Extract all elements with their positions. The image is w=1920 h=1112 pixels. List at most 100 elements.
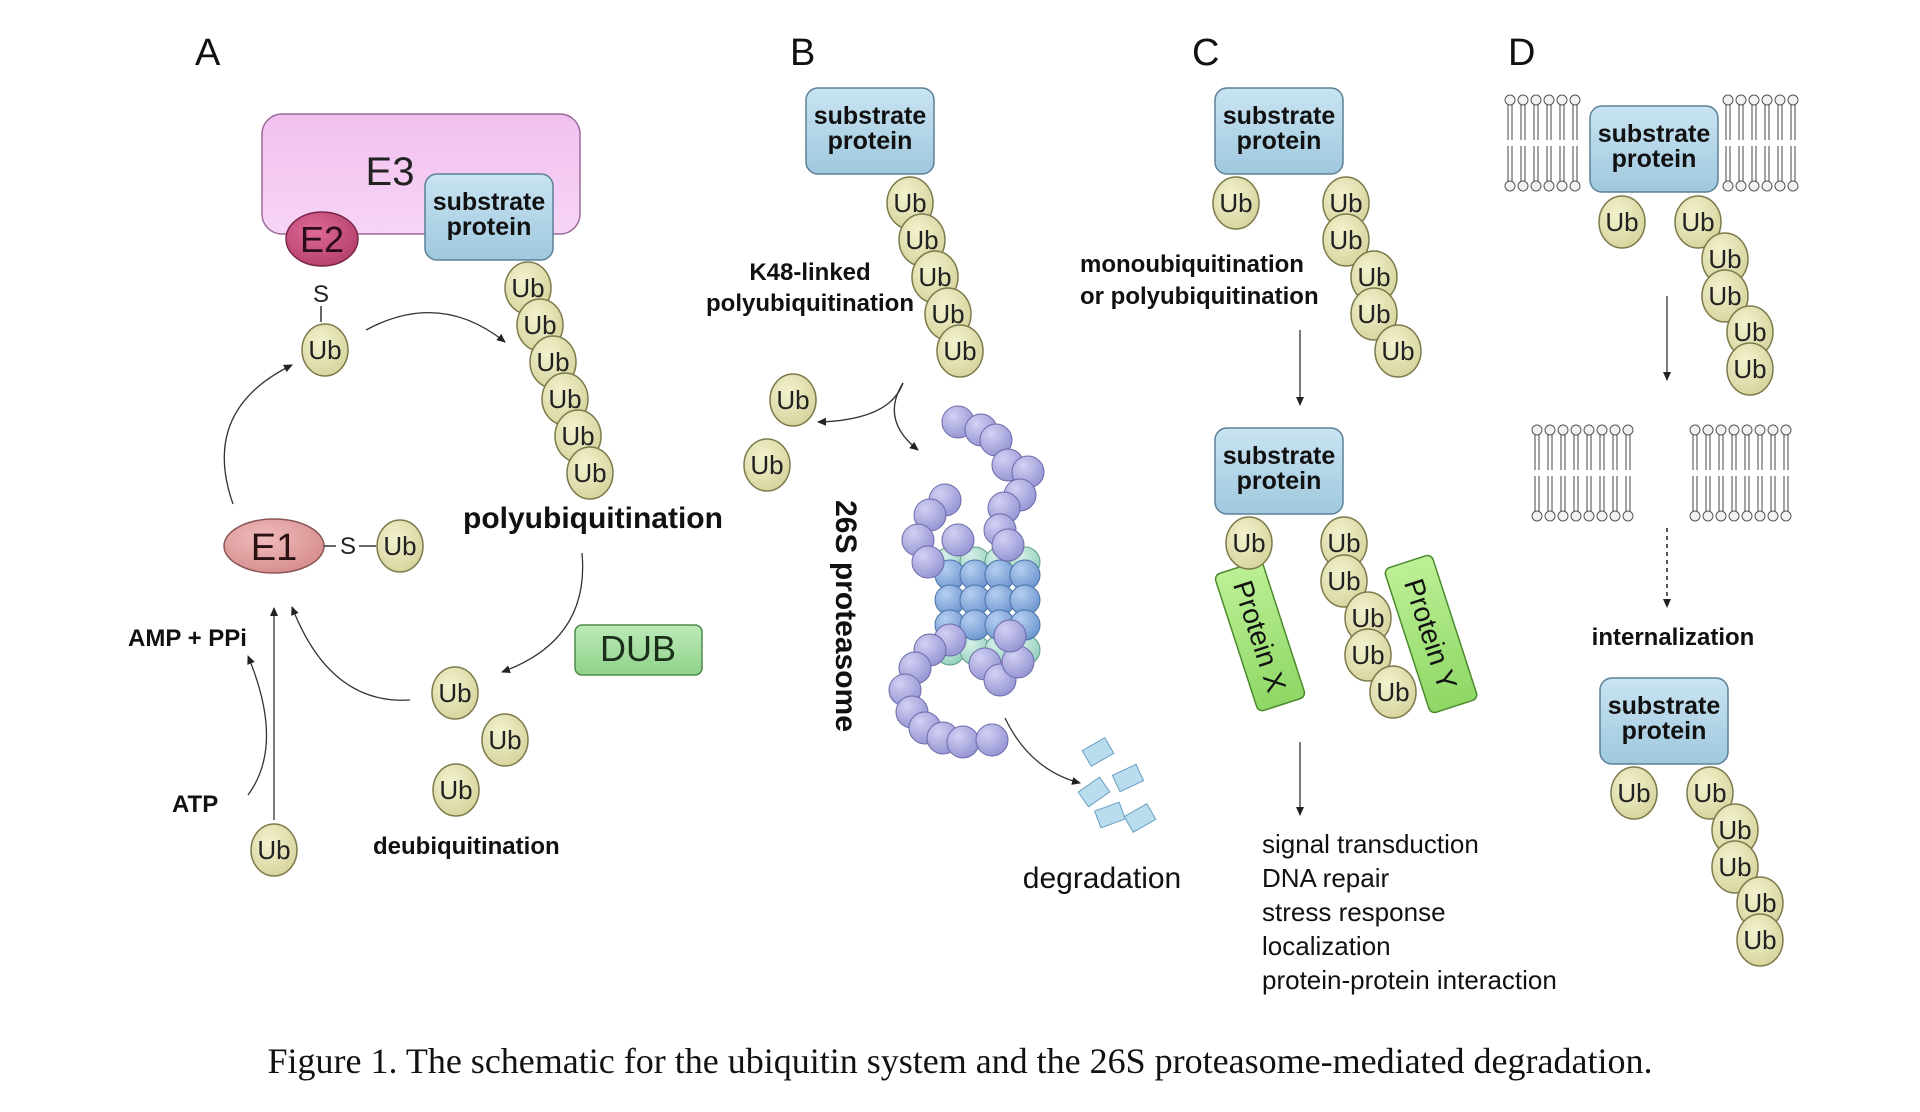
arrow-to-degradation <box>1004 717 1081 785</box>
ubiquitin-label: Ub <box>918 262 951 292</box>
ubiquitin-label: Ub <box>561 421 594 451</box>
lipid-head <box>1722 94 1734 106</box>
ubiquitin-d-32: Ub <box>1598 195 1646 249</box>
ubiquitin-label: Ub <box>1718 815 1751 845</box>
ubiquitin-d-33: Ub <box>1674 195 1722 249</box>
ubiquitin-label: Ub <box>488 725 521 755</box>
proteasome-regulatory-subunit <box>911 545 945 579</box>
ubiquitin-bead <box>1225 516 1273 570</box>
degradation-fragments <box>1077 737 1157 833</box>
lipid-head <box>1728 424 1740 436</box>
ubiquitin-d-36: Ub <box>1726 305 1774 359</box>
ubiquitin-a-8: Ub <box>376 519 424 573</box>
outcome-localization: localization <box>1262 931 1391 961</box>
ubiquitin-label: Ub <box>1219 188 1252 218</box>
lipid-head <box>1583 510 1595 522</box>
lipid-head <box>1715 424 1727 436</box>
lipid-head <box>1544 510 1556 522</box>
lipid-head <box>1543 94 1555 106</box>
lipid-head <box>1531 510 1543 522</box>
substrate-label-b-1: substrate <box>814 102 927 130</box>
ubiquitin-bead <box>1212 176 1260 230</box>
substrate-label-c-bottom-2: protein <box>1237 467 1322 495</box>
ubiquitin-label: Ub <box>1357 262 1390 292</box>
lipid-head <box>1774 94 1786 106</box>
lipid-head <box>1754 424 1766 436</box>
ubiquitin-a-11: Ub <box>432 763 480 817</box>
ubiquitin-bead <box>1736 913 1784 967</box>
outcome-dna-repair: DNA repair <box>1262 863 1389 893</box>
ubiquitin-d-35: Ub <box>1701 269 1749 323</box>
lipid-head <box>1517 180 1529 192</box>
ubiquitin-label: Ub <box>1232 528 1265 558</box>
lipid-head <box>1767 424 1779 436</box>
atp-label: ATP <box>172 791 218 818</box>
ubiquitin-label: Ub <box>511 273 544 303</box>
arrow-free-ub-to-e1 <box>291 606 411 701</box>
lipid-head <box>1609 424 1621 436</box>
panel-c: C substrate protein monoubiquitination o… <box>1080 32 1557 995</box>
k48-label-line2: polyubiquitination <box>706 290 914 317</box>
arrow-to-proteasome <box>893 382 919 451</box>
lipid-head <box>1530 180 1542 192</box>
substrate-protein-c-bottom <box>1214 427 1344 515</box>
ubiquitin-label: Ub <box>1681 207 1714 237</box>
ubiquitin-label: Ub <box>1329 225 1362 255</box>
ubiquitin-bead <box>1344 628 1392 682</box>
ubiquitin-b-19: Ub <box>743 438 791 492</box>
substrate-label-d-top-2: protein <box>1612 145 1697 173</box>
ubiquitin-c-31: Ub <box>1369 665 1417 719</box>
ubiquitin-label: Ub <box>931 299 964 329</box>
ubiquitin-a-6: Ub <box>566 446 614 500</box>
ubiquitin-c-25: Ub <box>1374 324 1422 378</box>
lipid-head <box>1702 510 1714 522</box>
ubiquitin-bead <box>301 323 349 377</box>
proteasome-regulatory-subunit <box>946 725 980 759</box>
ubiquitin-label: Ub <box>1357 299 1390 329</box>
e2-sulfur: S <box>313 281 329 308</box>
lipid-head <box>1735 94 1747 106</box>
panel-a: A E3 substrate protein E2 S E1 S DUB pol… <box>128 32 723 860</box>
lipid-head <box>1761 180 1773 192</box>
outcome-signal-transduction: signal transduction <box>1262 829 1479 859</box>
substrate-label-d-bottom-2: protein <box>1622 717 1707 745</box>
substrate-label-a-2: protein <box>447 213 532 241</box>
lipid-head <box>1556 94 1568 106</box>
ubiquitin-label: Ub <box>548 384 581 414</box>
proteasome-regulatory-subunit <box>991 528 1025 562</box>
ubiquitin-d-42: Ub <box>1736 876 1784 930</box>
lipid-head <box>1569 94 1581 106</box>
substrate-label-c-top-1: substrate <box>1223 102 1336 130</box>
ubiquitin-label: Ub <box>438 678 471 708</box>
ubiquitin-c-22: Ub <box>1322 213 1370 267</box>
substrate-protein-c-top <box>1214 87 1344 175</box>
lipid-head <box>1543 180 1555 192</box>
proteasome-regulatory-subunit <box>993 619 1027 653</box>
ubiquitin-c-30: Ub <box>1344 628 1392 682</box>
internalization-label: internalization <box>1592 624 1755 651</box>
ubiquitin-c-23: Ub <box>1350 250 1398 304</box>
ubiquitin-bead <box>250 823 298 877</box>
ubiquitin-label: Ub <box>257 835 290 865</box>
polyubiquitination-label: polyubiquitination <box>463 502 723 535</box>
panel-c-letter: C <box>1192 32 1219 74</box>
ubiquitin-bead <box>566 446 614 500</box>
e2-label: E2 <box>300 219 344 260</box>
ubiquitin-label: Ub <box>1743 888 1776 918</box>
lipid-head <box>1787 180 1799 192</box>
ubiquitin-label: Ub <box>1708 281 1741 311</box>
lipid-head <box>1780 510 1792 522</box>
mono-poly-label-line2: or polyubiquitination <box>1080 283 1319 310</box>
ubiquitin-layer: UbUbUbUbUbUbUbUbUbUbUbUbUbUbUbUbUbUbUbUb… <box>250 176 1784 967</box>
arrow-e1-to-e2 <box>223 364 293 505</box>
lipid-head <box>1722 180 1734 192</box>
substrate-label-d-bottom-1: substrate <box>1608 692 1721 720</box>
ubiquitin-bead <box>769 373 817 427</box>
26s-proteasome <box>888 405 1045 759</box>
ubiquitin-d-43: Ub <box>1736 913 1784 967</box>
lipid-head <box>1774 180 1786 192</box>
ubiquitin-bead <box>376 519 424 573</box>
ubiquitin-label: Ub <box>1327 566 1360 596</box>
ubiquitin-bead <box>1374 324 1422 378</box>
protein-x <box>1214 560 1306 712</box>
